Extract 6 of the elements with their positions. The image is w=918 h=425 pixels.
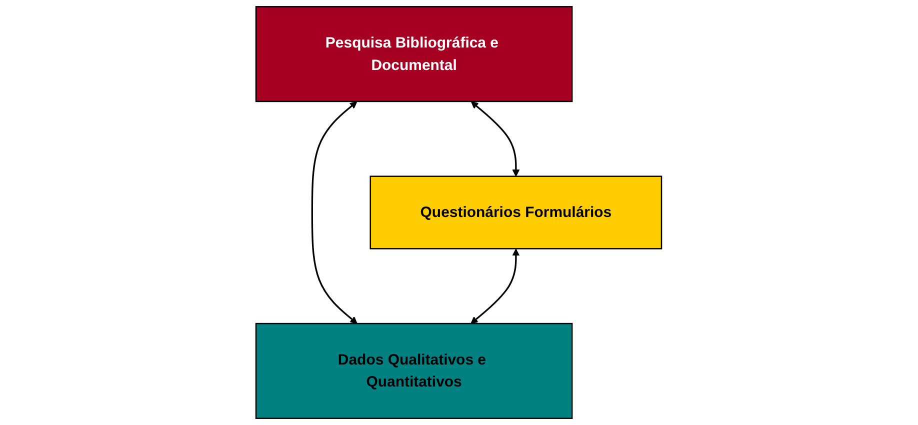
arrow: [312, 101, 358, 324]
node-box: Questionários Formulários: [370, 176, 662, 250]
node-box: Dados Qualitativos e Quantitativos: [256, 322, 573, 419]
node-box: Pesquisa Bibliográfica e Documental: [256, 6, 573, 102]
arrow: [470, 248, 520, 324]
arrow: [471, 101, 520, 177]
